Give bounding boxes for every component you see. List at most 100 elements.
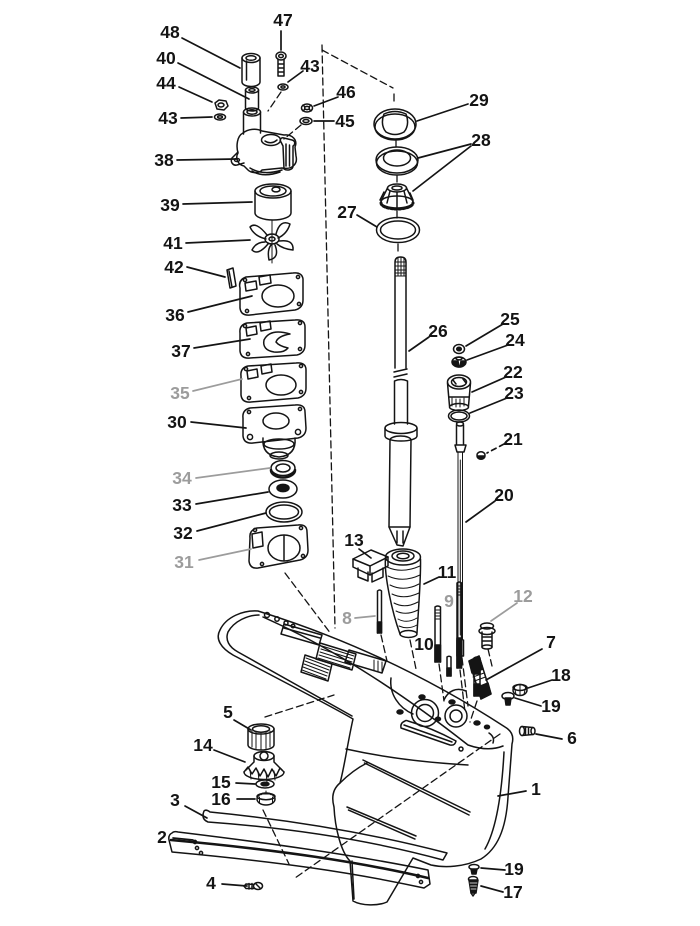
- oil-seal-29: [373, 108, 417, 141]
- leader-line-23: [469, 397, 508, 414]
- callout-34: 34: [172, 468, 192, 488]
- washer-45: [299, 116, 313, 126]
- pinion-gear-14: [243, 750, 285, 783]
- gasket-35: [240, 362, 307, 403]
- callout-5: 5: [223, 702, 233, 722]
- gearcase-housing-1: [217, 610, 514, 906]
- leader-line-28: [412, 145, 472, 192]
- leader-line-44: [178, 86, 213, 103]
- leader-line-22: [471, 376, 507, 393]
- callout-17: 17: [503, 882, 522, 902]
- callout-28: 28: [471, 130, 491, 150]
- tapered-bearing-28: [379, 183, 415, 211]
- callout-27: 27: [337, 202, 356, 222]
- callout-layer: 4840444338474346452928273941423637353034…: [154, 10, 577, 902]
- callout-16: 16: [211, 789, 231, 809]
- oring-23: [447, 409, 471, 423]
- leader-line-19: [480, 867, 506, 871]
- seal-34: [269, 459, 297, 479]
- washer-25: [452, 343, 466, 355]
- callout-7: 7: [546, 632, 556, 652]
- callout-47: 47: [273, 10, 292, 30]
- leader-line-24: [466, 344, 509, 361]
- lower-pump-housing-30: [242, 404, 307, 460]
- callout-30: 30: [167, 412, 187, 432]
- leader-line-41: [185, 239, 251, 244]
- callout-23: 23: [504, 383, 524, 403]
- leader-line-46: [313, 96, 339, 107]
- stud-9: [456, 581, 463, 669]
- plate-36: [238, 272, 304, 316]
- leader-line-36: [187, 295, 253, 313]
- callout-11: 11: [438, 562, 457, 582]
- lockwasher-46: [300, 103, 314, 113]
- callout-8: 8: [342, 608, 352, 628]
- callout-19: 19: [504, 859, 524, 879]
- callout-31: 31: [174, 552, 194, 572]
- callout-44: 44: [156, 73, 176, 93]
- leader-line-3: [184, 805, 208, 819]
- leader-line-28: [417, 143, 472, 159]
- leader-line-35: [192, 378, 243, 392]
- leader-line-21: [486, 443, 505, 454]
- pinion-bearing-5: [247, 723, 275, 751]
- leader-line-40: [177, 62, 250, 100]
- washer-43-lower: [213, 113, 227, 121]
- callout-38: 38: [154, 150, 174, 170]
- nut-18: [512, 683, 528, 697]
- leader-line-26: [408, 336, 430, 352]
- leader-line-20: [465, 500, 496, 523]
- plug-6: [518, 725, 536, 737]
- leader-line-11: [423, 576, 440, 585]
- leader-line-48: [181, 37, 241, 69]
- callout-12: 12: [513, 586, 533, 606]
- screw-17: [467, 875, 479, 897]
- callout-37: 37: [171, 341, 190, 361]
- callout-35: 35: [170, 383, 190, 403]
- leader-line-30: [190, 421, 247, 429]
- oring-32: [265, 501, 303, 523]
- leader-line-17: [480, 885, 504, 893]
- washer-19-upper: [501, 691, 515, 706]
- callout-45: 45: [335, 111, 355, 131]
- leader-line-7: [485, 648, 543, 681]
- leader-line-6: [535, 733, 563, 740]
- pin-21: [476, 451, 486, 460]
- callout-43: 43: [300, 56, 320, 76]
- washer-19-lower: [468, 863, 480, 875]
- leader-line-31: [198, 548, 252, 561]
- leader-line-15: [235, 782, 256, 785]
- callout-1: 1: [531, 779, 541, 799]
- gasket-37: [239, 319, 306, 359]
- callout-46: 46: [336, 82, 356, 102]
- stud-10: [434, 605, 442, 663]
- leader-line-5: [233, 719, 252, 731]
- assembly-axis-lines: [262, 44, 501, 879]
- leader-line-19: [514, 697, 542, 707]
- callout-15: 15: [211, 772, 231, 792]
- screw-47: [275, 51, 287, 77]
- washer-43-upper: [277, 83, 289, 91]
- callout-20: 20: [494, 485, 514, 505]
- callout-3: 3: [170, 790, 180, 810]
- leader-line-32: [196, 512, 267, 532]
- driveshaft-26: [384, 256, 418, 547]
- leader-line-4: [221, 883, 248, 887]
- impeller-41: [249, 219, 294, 264]
- callout-40: 40: [156, 48, 176, 68]
- leader-line-25: [465, 323, 504, 347]
- callout-48: 48: [160, 22, 180, 42]
- callout-32: 32: [173, 523, 193, 543]
- callout-21: 21: [503, 429, 523, 449]
- callout-29: 29: [469, 90, 489, 110]
- leader-line-39: [182, 201, 253, 205]
- callout-4: 4: [206, 873, 216, 893]
- nut-16: [256, 790, 276, 806]
- locknut-24: [451, 356, 467, 368]
- gasket-plate-31: [248, 524, 309, 569]
- callout-9: 9: [444, 591, 454, 611]
- stud-8: [376, 589, 383, 634]
- callout-25: 25: [500, 309, 520, 329]
- oring-27: [375, 216, 421, 244]
